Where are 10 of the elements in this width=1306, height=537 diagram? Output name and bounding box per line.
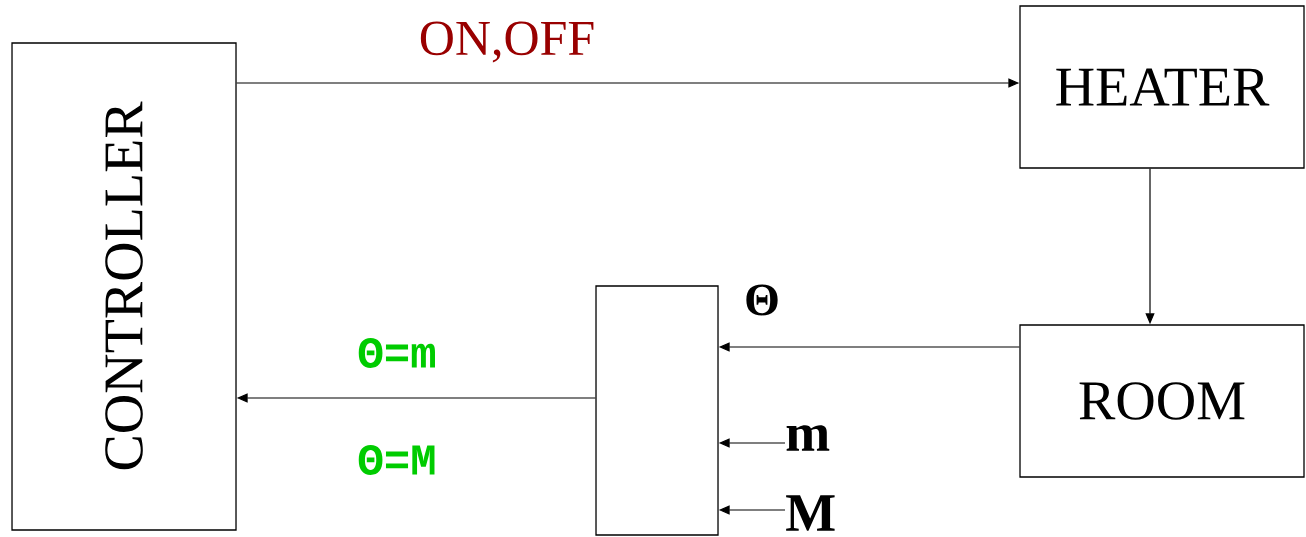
edge-label: Θ=m <box>358 338 435 368</box>
process-box: HEATER <box>1019 5 1305 169</box>
process-box: ROOM <box>1019 324 1305 478</box>
signal-label: Θ=M <box>358 445 435 475</box>
input-label: m <box>786 425 830 451</box>
edge-label: Θ <box>746 284 778 316</box>
comparator-box <box>595 285 719 536</box>
controller-box: CONTROLLER <box>11 42 237 531</box>
input-label: M <box>786 495 835 531</box>
edge-label: ON,OFF <box>420 21 594 63</box>
